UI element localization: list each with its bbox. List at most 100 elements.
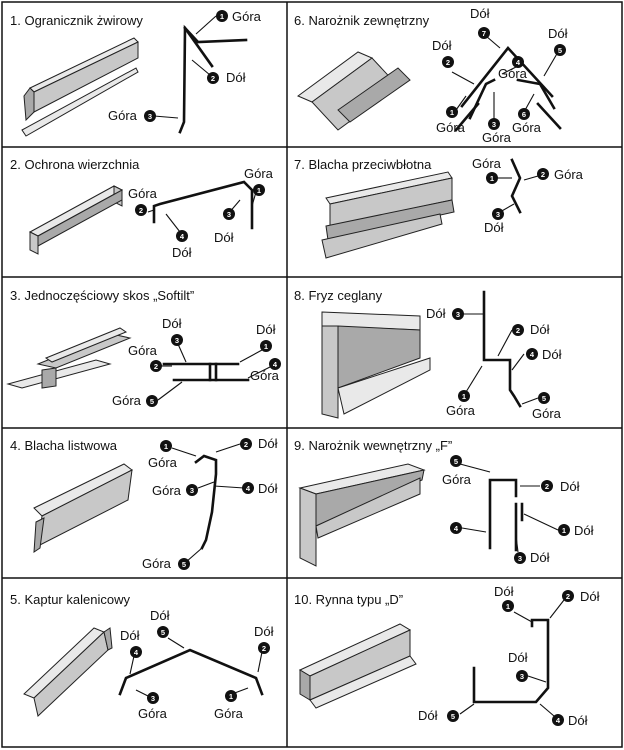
callout-badge: 1 bbox=[160, 440, 172, 452]
callout-label: Góra bbox=[512, 120, 542, 135]
callout-label: Dół bbox=[418, 708, 438, 723]
callout-label: Dół bbox=[484, 220, 504, 235]
callout-badge: 1 bbox=[486, 172, 498, 184]
callout-badge: 5 bbox=[450, 455, 462, 467]
callout-label: Góra bbox=[152, 483, 182, 498]
svg-text:4: 4 bbox=[530, 350, 535, 359]
callout-badge: 1 bbox=[253, 184, 265, 196]
callout-label: Dół bbox=[494, 584, 514, 599]
section-profile: 4 Dół 5 Dół 2 Dół 3 Góra 1 Góra bbox=[118, 608, 274, 721]
callout-label: Dół bbox=[214, 230, 234, 245]
callout-badge: 1 bbox=[558, 524, 570, 536]
callout-label: Dół bbox=[542, 347, 562, 362]
callout-badge: 1 bbox=[502, 600, 514, 612]
callout-badge: 3 bbox=[186, 484, 198, 496]
svg-text:5: 5 bbox=[150, 397, 154, 406]
callout-label: Dół bbox=[560, 479, 580, 494]
iso-illustration bbox=[321, 171, 455, 259]
svg-text:6: 6 bbox=[522, 110, 526, 119]
svg-text:4: 4 bbox=[246, 484, 251, 493]
svg-text:3: 3 bbox=[175, 336, 179, 345]
svg-text:3: 3 bbox=[456, 310, 460, 319]
svg-text:4: 4 bbox=[134, 648, 139, 657]
callout-badge: 1 bbox=[446, 106, 458, 118]
callout-label: Dół bbox=[120, 628, 140, 643]
callout-badge: 2 bbox=[541, 480, 553, 492]
iso-illustration bbox=[23, 627, 113, 717]
callout-label: Dół bbox=[254, 624, 274, 639]
svg-text:3: 3 bbox=[227, 210, 231, 219]
svg-text:2: 2 bbox=[211, 74, 215, 83]
section-profile: 1 Dół 2 Dół 3 Dół 5 Dół 4 Dół bbox=[418, 584, 600, 728]
callout-label: Dół bbox=[172, 245, 192, 260]
svg-text:1: 1 bbox=[506, 602, 510, 611]
callout-label: Góra bbox=[446, 403, 476, 418]
callout-badge: 2 bbox=[135, 204, 147, 216]
iso-illustration bbox=[321, 311, 431, 419]
callout-label: Dół bbox=[150, 608, 170, 623]
panel-title: 6. Narożnik zewnętrzny bbox=[294, 13, 430, 28]
callout-label: Dół bbox=[258, 481, 278, 496]
panel-5: 5. Kaptur kalenicowy 4 Dół 5 Dół 2 Dół 3… bbox=[10, 592, 274, 721]
callout-label: Góra bbox=[112, 393, 142, 408]
callout-badge: 1 bbox=[216, 10, 228, 22]
svg-text:4: 4 bbox=[273, 360, 278, 369]
svg-text:1: 1 bbox=[164, 442, 168, 451]
callout-badge: 2 bbox=[512, 324, 524, 336]
callout-badge: 4 bbox=[450, 522, 462, 534]
callout-badge: 3 bbox=[492, 208, 504, 220]
svg-text:7: 7 bbox=[482, 29, 486, 38]
callout-badge: 3 bbox=[516, 670, 528, 682]
svg-text:2: 2 bbox=[545, 482, 549, 491]
svg-text:3: 3 bbox=[492, 120, 496, 129]
svg-text:2: 2 bbox=[262, 644, 266, 653]
iso-illustration bbox=[21, 37, 139, 137]
panel-8: 8. Fryz ceglany 3 Dół 2 Dół 4 Dół 1 Góra… bbox=[294, 288, 562, 421]
svg-text:3: 3 bbox=[190, 486, 194, 495]
svg-text:3: 3 bbox=[496, 210, 500, 219]
svg-text:2: 2 bbox=[566, 592, 570, 601]
callout-badge: 3 bbox=[452, 308, 464, 320]
callout-badge: 7 bbox=[478, 27, 490, 39]
svg-text:2: 2 bbox=[139, 206, 143, 215]
callout-badge: 3 bbox=[147, 692, 159, 704]
callout-badge: 5 bbox=[146, 395, 158, 407]
callout-label: Góra bbox=[482, 130, 512, 145]
callout-label: Góra bbox=[108, 108, 138, 123]
callout-label: Dół bbox=[580, 589, 600, 604]
svg-text:4: 4 bbox=[556, 716, 561, 725]
svg-text:4: 4 bbox=[454, 524, 459, 533]
callout-label: Góra bbox=[554, 167, 584, 182]
iso-illustration bbox=[298, 623, 417, 709]
callout-badge: 1 bbox=[260, 340, 272, 352]
callout-badge: 2 bbox=[562, 590, 574, 602]
callout-badge: 2 bbox=[442, 56, 454, 68]
callout-label: Dół bbox=[432, 38, 452, 53]
panel-title: 10. Rynna typu „D” bbox=[294, 592, 403, 607]
callout-badge: 4 bbox=[176, 230, 188, 242]
callout-badge: 5 bbox=[157, 626, 169, 638]
section-profile: 3 Dół 1 Dół 2 Góra 4 Góra 5 Góra bbox=[112, 316, 281, 408]
svg-text:1: 1 bbox=[257, 186, 261, 195]
callout-badge: 1 bbox=[458, 390, 470, 402]
callout-badge: 4 bbox=[269, 358, 281, 370]
callout-label: Góra bbox=[442, 472, 472, 487]
svg-text:2: 2 bbox=[154, 362, 158, 371]
panel-title: 4. Blacha listwowa bbox=[10, 438, 118, 453]
callout-label: Dół bbox=[530, 322, 550, 337]
callout-label: Góra bbox=[142, 556, 172, 571]
callout-badge: 5 bbox=[178, 558, 190, 570]
panel-title: 3. Jednoczęściowy skos „Softilt” bbox=[10, 288, 194, 303]
section-profile: 5 Góra 2 Dół 1 Dół 4 3 Dół bbox=[442, 455, 594, 565]
svg-text:2: 2 bbox=[446, 58, 450, 67]
svg-text:2: 2 bbox=[541, 170, 545, 179]
section-profile: 1 Góra 2 Góra 3 Dół 4 Dół bbox=[128, 166, 274, 260]
svg-text:1: 1 bbox=[462, 392, 466, 401]
panel-10: 10. Rynna typu „D” 1 Dół 2 Dół 3 Dół 5 D… bbox=[294, 584, 600, 728]
callout-label: Dół bbox=[574, 523, 594, 538]
callout-label: Góra bbox=[128, 186, 158, 201]
panel-6: 6. Narożnik zewnętrzny 7 Dół 5 Dół 2 Dół… bbox=[294, 6, 568, 145]
callout-badge: 4 bbox=[130, 646, 142, 658]
callout-badge: 5 bbox=[447, 710, 459, 722]
